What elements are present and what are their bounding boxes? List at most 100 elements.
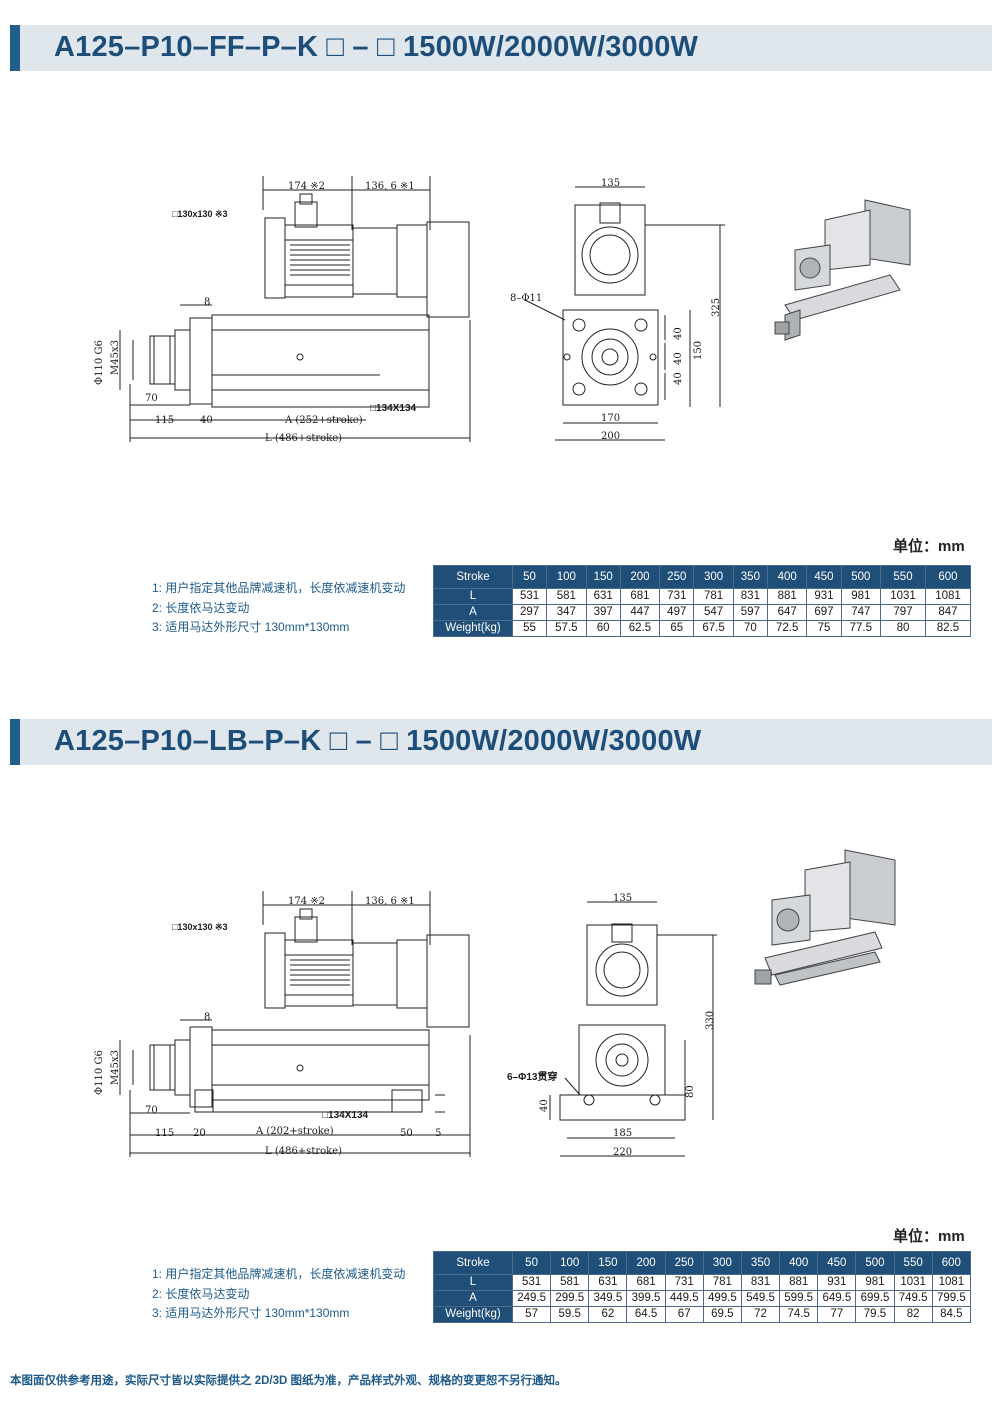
header-cell: 200 — [626, 1251, 666, 1275]
table-cell: 731 — [659, 588, 695, 605]
table-cell: 59.5 — [550, 1306, 590, 1323]
section-accent-bar — [10, 719, 20, 765]
header-cell: 150 — [588, 1251, 628, 1275]
table-cell: 57.5 — [546, 620, 587, 637]
header-cell: 600 — [924, 565, 972, 589]
table-cell: 64.5 — [626, 1306, 666, 1323]
section-title-lb: A125–P10–LB–P–K □ – □ 1500W/2000W/3000W — [54, 725, 702, 757]
table-cell: 299.5 — [550, 1290, 590, 1307]
dim-70: 70 — [145, 1105, 158, 1116]
dim-motor-size: □130x130 ※3 — [172, 922, 228, 932]
table-cell: 75 — [806, 620, 842, 637]
table-cell: 449.5 — [664, 1290, 704, 1307]
table-cell: 781 — [693, 588, 734, 605]
table-cell: 581 — [550, 1274, 590, 1291]
table-cell: 697 — [806, 604, 842, 621]
table-cell: 847 — [924, 604, 972, 621]
table-cell: 349.5 — [588, 1290, 628, 1307]
dim-135: 135 — [613, 893, 632, 904]
dim-40-b: 40 — [673, 352, 684, 365]
header-cell: Stroke — [433, 1251, 513, 1275]
ff-side-view-drawing: 174 ※2 136, 6 ※1 □130x130 ※3 8 Φ110 G6 M… — [80, 170, 480, 455]
table-cell: 547 — [693, 604, 734, 621]
dim-150: 150 — [693, 341, 704, 360]
table-cell: 80 — [880, 620, 926, 637]
table-cell: 531 — [511, 1274, 552, 1291]
section-header-lb: A125–P10–LB–P–K □ – □ 1500W/2000W/3000W — [10, 719, 992, 765]
table-cell: 599.5 — [779, 1290, 819, 1307]
table-row: L 531 581 631 681 731 781 831 881 931 98… — [433, 1274, 972, 1291]
dim-174: 174 ※2 — [288, 181, 325, 192]
header-cell: 400 — [779, 1251, 819, 1275]
dim-holes: 8–Φ11 — [510, 293, 542, 304]
table-cell: 72 — [740, 1306, 781, 1323]
table-cell: 447 — [619, 604, 661, 621]
header-cell: 450 — [817, 1251, 857, 1275]
table-cell: 72.5 — [766, 620, 808, 637]
table-cell: 397 — [585, 604, 621, 621]
dim-thread: M45x3 — [110, 340, 121, 375]
section-title-ff: A125–P10–FF–P–K □ – □ 1500W/2000W/3000W — [54, 31, 699, 63]
table-cell: 831 — [732, 588, 768, 605]
table-cell: 631 — [585, 588, 621, 605]
dim-20: 20 — [193, 1128, 206, 1139]
header-cell: 300 — [702, 1251, 742, 1275]
table-cell: 1031 — [893, 1274, 933, 1291]
header-cell: 500 — [855, 1251, 895, 1275]
dim-136-6: 136, 6 ※1 — [365, 181, 415, 192]
table-cell: 631 — [588, 1274, 628, 1291]
section-header-ff: A125–P10–FF–P–K □ – □ 1500W/2000W/3000W — [10, 25, 992, 71]
table-cell: 581 — [546, 588, 587, 605]
header-cell: 450 — [806, 565, 842, 589]
table-row: A 297 347 397 447 497 547 597 647 697 74… — [433, 604, 972, 621]
dim-a-length: A (202+stroke) — [255, 1126, 334, 1137]
table-cell: 347 — [546, 604, 587, 621]
note-2: 2: 长度依马达变动 — [152, 600, 250, 615]
dim-80: 80 — [685, 1085, 696, 1098]
table-cell: 70 — [732, 620, 768, 637]
dim-200: 200 — [601, 431, 620, 442]
table-cell: 84.5 — [931, 1306, 972, 1323]
header-cell: 350 — [740, 1251, 781, 1275]
note-2: 2: 长度依马达变动 — [152, 1286, 250, 1301]
ff-end-view-drawing: 135 8–Φ11 40 40 40 150 325 170 200 — [505, 175, 735, 450]
row-label: A — [433, 1290, 513, 1307]
table-row: A 249.5 299.5 349.5 399.5 449.5 499.5 54… — [433, 1290, 972, 1307]
note-3: 3: 适用马达外形尺寸 130mm*130mm — [152, 620, 350, 634]
table-cell: 69.5 — [702, 1306, 742, 1323]
header-cell: 150 — [585, 565, 621, 589]
note-3: 3: 适用马达外形尺寸 130mm*130mm — [152, 1306, 350, 1320]
table-cell: 731 — [664, 1274, 704, 1291]
table-cell: 55 — [511, 620, 548, 637]
table-cell: 499.5 — [702, 1290, 742, 1307]
dim-330: 330 — [705, 1011, 716, 1030]
table-row: Weight(kg) 57 59.5 62 64.5 67 69.5 72 74… — [433, 1306, 972, 1323]
header-cell: 200 — [619, 565, 661, 589]
table-cell: 881 — [766, 588, 808, 605]
dim-diameter: Φ110 G6 — [94, 340, 105, 385]
header-cell: 250 — [664, 1251, 704, 1275]
unit-label-ff: 单位：mm — [893, 538, 965, 555]
dim-220: 220 — [613, 1147, 632, 1158]
table-cell: 749.5 — [893, 1290, 933, 1307]
table-cell: 77 — [817, 1306, 857, 1323]
dim-flange: □134X134 — [370, 403, 417, 414]
table-cell: 981 — [840, 588, 882, 605]
dim-40-a: 40 — [673, 327, 684, 340]
dim-325: 325 — [711, 298, 722, 317]
table-cell: 647 — [766, 604, 808, 621]
dim-185: 185 — [613, 1128, 632, 1139]
dim-l-length: L (486+stroke) — [265, 433, 342, 444]
dim-8: 8 — [204, 1012, 210, 1023]
table-cell: 65 — [659, 620, 695, 637]
header-cell: Stroke — [433, 565, 513, 589]
dim-motor-size: □130x130 ※3 — [172, 209, 228, 219]
table-cell: 67.5 — [693, 620, 734, 637]
table-header-row: Stroke 50 100 150 200 250 300 350 400 45… — [433, 1251, 972, 1275]
row-label: A — [433, 604, 513, 621]
dim-170: 170 — [601, 413, 620, 424]
table-cell: 62.5 — [619, 620, 661, 637]
row-label: Weight(kg) — [433, 620, 513, 637]
table-cell: 649.5 — [817, 1290, 857, 1307]
section-accent-bar — [10, 25, 20, 71]
